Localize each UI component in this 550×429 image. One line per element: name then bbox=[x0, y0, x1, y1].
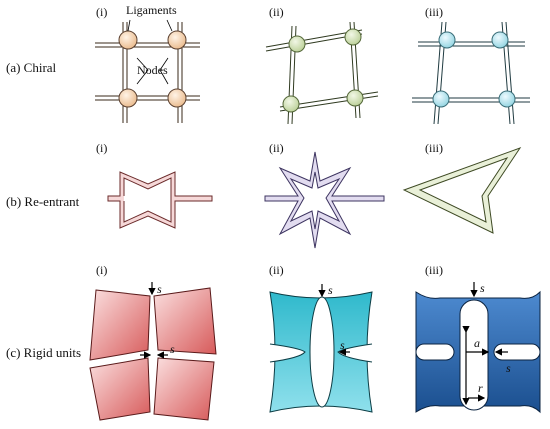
sub-label-a-i: (i) bbox=[96, 5, 107, 19]
sub-label-c-ii: (ii) bbox=[269, 263, 284, 277]
node-circle bbox=[118, 30, 138, 50]
row-label-rigid: (c) Rigid units bbox=[6, 345, 81, 360]
s-label-c-ii-mid: s bbox=[340, 338, 345, 352]
node-circle bbox=[118, 88, 138, 108]
s-label-c-ii-top: s bbox=[328, 283, 333, 297]
rigid-i-arrows bbox=[140, 282, 168, 359]
nodes-label: Nodes bbox=[137, 63, 168, 77]
reentrant-star bbox=[264, 151, 385, 249]
rigid-ii-arrows bbox=[318, 284, 350, 356]
s-label-c-iii-top: s bbox=[480, 281, 485, 295]
sub-label-b-iii: (iii) bbox=[425, 141, 443, 155]
a-label: a bbox=[474, 336, 480, 350]
sub-label-c-iii: (iii) bbox=[425, 263, 443, 277]
row-label-chiral: (a) Chiral bbox=[6, 60, 57, 75]
chiral-structure-ii bbox=[265, 21, 379, 125]
node-circle bbox=[491, 31, 509, 49]
node-circle bbox=[167, 88, 187, 108]
chiral-structure-iii bbox=[412, 21, 530, 125]
reentrant-bowtie bbox=[107, 171, 213, 229]
node-circle bbox=[432, 90, 450, 108]
node-circle bbox=[498, 90, 516, 108]
sub-label-b-i: (i) bbox=[96, 141, 107, 155]
s-label-c-iii-mid: s bbox=[506, 361, 511, 375]
chiral-structure-i bbox=[95, 19, 200, 123]
rigid-units-squares bbox=[89, 287, 217, 421]
r-label: r bbox=[478, 381, 483, 395]
sub-label-a-ii: (ii) bbox=[269, 5, 284, 19]
rigid-iii-arrows bbox=[462, 282, 508, 406]
s-label-c-i-mid: s bbox=[170, 342, 175, 356]
node-circle bbox=[346, 89, 364, 107]
reentrant-arrowhead bbox=[402, 147, 522, 234]
sub-label-c-i: (i) bbox=[96, 263, 107, 277]
node-circle bbox=[167, 30, 187, 50]
node-circle bbox=[288, 35, 306, 53]
rigid-units-teal bbox=[269, 291, 373, 413]
ligaments-label: Ligaments bbox=[126, 3, 177, 17]
node-circle bbox=[282, 95, 300, 113]
s-label-c-i-top: s bbox=[157, 282, 162, 296]
sub-label-a-iii: (iii) bbox=[425, 5, 443, 19]
node-circle bbox=[438, 31, 456, 49]
row-label-reentrant: (b) Re-entrant bbox=[6, 194, 80, 209]
node-circle bbox=[344, 28, 362, 46]
sub-label-b-ii: (ii) bbox=[269, 141, 284, 155]
